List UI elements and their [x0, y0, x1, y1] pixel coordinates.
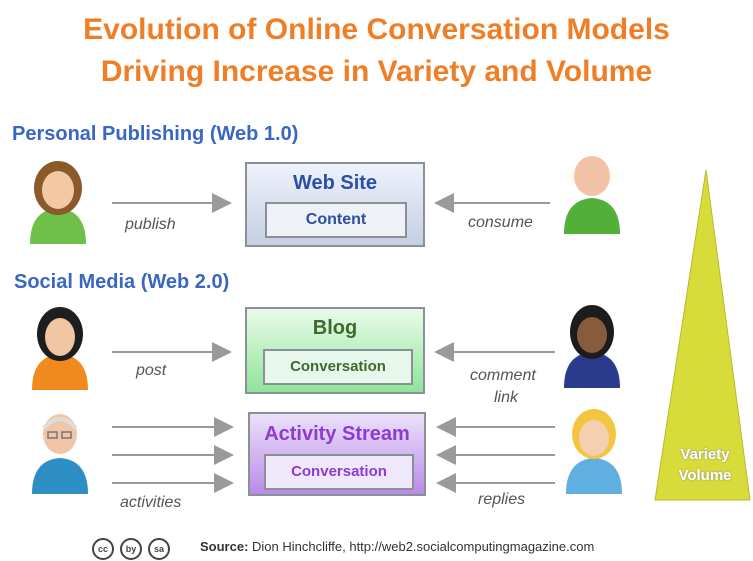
label-post: post [136, 362, 167, 379]
replies-person-icon [566, 409, 622, 494]
source-label: Source: [200, 539, 249, 554]
website-inner-content: Content [265, 202, 407, 238]
commenter-person-icon [564, 305, 620, 388]
triangle-label-variety: Variety [680, 446, 730, 463]
label-replies: replies [478, 491, 526, 508]
activity-stream-title: Activity Stream [264, 423, 410, 445]
publisher-person-icon [30, 161, 86, 244]
blog-box: Blog Conversation [245, 307, 425, 394]
label-link: link [494, 389, 519, 406]
blog-inner-conversation: Conversation [263, 349, 413, 385]
label-activities: activities [120, 494, 182, 511]
activity-stream-box: Activity Stream Conversation [248, 412, 426, 496]
label-consume: consume [468, 214, 533, 231]
triangle-label-volume: Volume [678, 467, 732, 484]
website-title: Web Site [292, 172, 378, 194]
cc-by-icon: by [120, 538, 142, 560]
website-box: Web Site Content [245, 162, 425, 247]
source-text: Dion Hinchcliffe, http://web2.socialcomp… [252, 539, 595, 554]
title-line-1: Evolution of Online Conversation Models [83, 13, 670, 46]
activities-person-icon [32, 414, 88, 494]
source-credit: Source: Dion Hinchcliffe, http://web2.so… [200, 539, 594, 554]
blog-title: Blog [312, 317, 358, 339]
section-web1: Personal Publishing (Web 1.0) [12, 123, 299, 145]
poster-person-icon [32, 307, 88, 390]
cc-sa-icon: sa [148, 538, 170, 560]
section-web2: Social Media (Web 2.0) [14, 271, 230, 293]
consumer-person-icon [564, 156, 620, 234]
activity-stream-inner-conversation: Conversation [264, 454, 414, 490]
variety-volume-triangle [654, 169, 751, 501]
cc-icon: cc [92, 538, 114, 560]
title-line-2: Driving Increase in Variety and Volume [100, 55, 653, 88]
label-publish: publish [125, 216, 176, 233]
label-comment: comment [470, 367, 536, 384]
